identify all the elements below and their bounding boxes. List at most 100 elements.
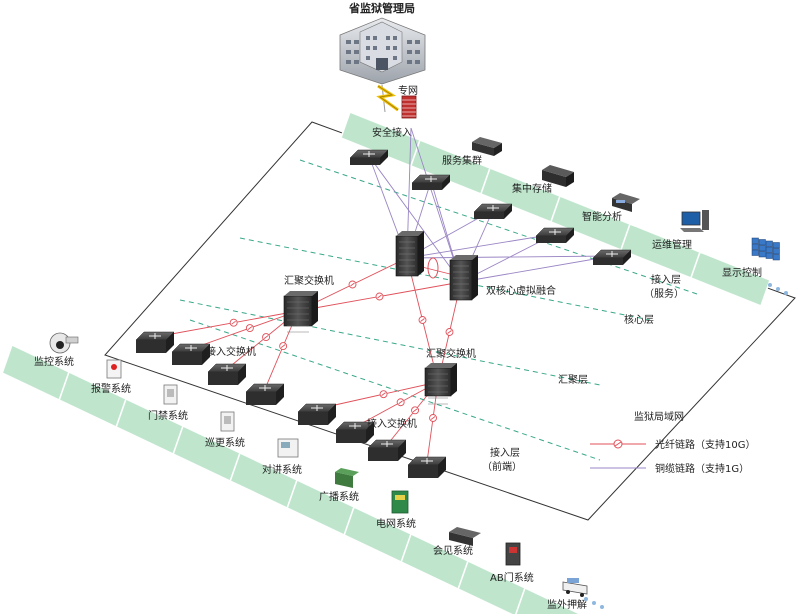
- fiber-link: [354, 381, 439, 428]
- workstation-icon: [680, 210, 709, 232]
- access-switch-label-1: 接入交换机: [206, 345, 256, 358]
- continuation-dots: [584, 283, 788, 609]
- devices: [135, 149, 632, 478]
- copper-link: [410, 127, 462, 283]
- layer-agg-label: 汇聚层: [558, 373, 588, 386]
- top-label-ops: 运维管理: [652, 238, 692, 251]
- top-label-display: 显示控制: [722, 266, 762, 279]
- aggregation-switch-2: [424, 363, 457, 405]
- visit-icon: [449, 527, 481, 546]
- escort-vehicle-icon: [562, 578, 588, 597]
- fiber-link-icon: [613, 439, 623, 449]
- copper-link: [406, 233, 556, 259]
- bottom-label-broadcast: 广播系统: [319, 490, 359, 503]
- fiber-link: [154, 310, 299, 338]
- bottom-tile-visit: [400, 532, 469, 591]
- alarm-icon: [106, 359, 122, 379]
- fiber-marker-icon: [429, 414, 437, 422]
- bottom-label-monitor: 监控系统: [34, 355, 74, 368]
- fiber-marker-icon: [445, 328, 454, 336]
- fiber-link: [316, 381, 439, 410]
- bottom-tile-broadcast: [286, 478, 355, 537]
- fiber-marker-icon: [396, 398, 405, 407]
- front-access-switch-b2: [335, 421, 375, 437]
- layer-core-label: 核心层: [624, 313, 654, 326]
- private-network-link-icon: [376, 84, 399, 113]
- bottom-tile-intercom: [229, 451, 298, 510]
- video-wall-icon: [751, 237, 780, 261]
- analysis-box-icon: [612, 193, 640, 212]
- agg-switch-label-2: 汇聚交换机: [426, 347, 476, 360]
- copper-link: [406, 255, 613, 259]
- provincial-bureau-building-icon: [339, 17, 426, 85]
- fiber-marker-icon: [229, 318, 238, 327]
- bottom-tile-door: [115, 397, 184, 456]
- fiber-marker-icon: [245, 324, 254, 333]
- top-tile-display: [689, 251, 771, 307]
- legend-fiber-label: 光纤链路（支持10G）: [655, 438, 755, 451]
- bottom-tile-escort: [515, 586, 582, 614]
- virtualization-link: [427, 257, 439, 279]
- bottom-label-visit: 会见系统: [433, 544, 473, 557]
- copper-link: [368, 155, 462, 283]
- service-access-switch-3: [473, 203, 513, 219]
- building-title: 省监狱管理局: [348, 1, 415, 15]
- front-access-switch-b4: [407, 456, 447, 472]
- top-label-service: 服务集群: [442, 154, 482, 167]
- access-switch-label-2: 接入交换机: [367, 417, 417, 430]
- layer-access-service-label: 接入层: [651, 273, 681, 286]
- door-access-icon: [163, 384, 178, 405]
- private-network-label: 专网: [398, 84, 418, 97]
- layer-access-front-label: 接入层: [490, 446, 520, 459]
- fiber-marker-icon: [262, 333, 270, 342]
- layer-access-service-sub: （服务）: [644, 287, 684, 300]
- bottom-label-door: 门禁系统: [148, 409, 188, 422]
- bottom-label-abdoor: AB门系统: [490, 571, 534, 584]
- intercom-icon: [277, 438, 299, 458]
- legend-copper-label: 铜缆链路（支持1G）: [655, 462, 749, 475]
- power-grid-icon: [391, 490, 409, 514]
- layer-access-front-sub: （前端）: [482, 460, 522, 473]
- copper-link: [460, 255, 613, 283]
- bottom-tile-patrol: [172, 424, 241, 483]
- aggregation-switch-1: [283, 291, 318, 333]
- bottom-tile-grid: [343, 505, 412, 564]
- bottom-tile-alarm: [58, 370, 127, 429]
- core-switch-2: [449, 255, 478, 301]
- front-access-switch-a4: [245, 383, 285, 399]
- core-switch-1: [395, 231, 424, 277]
- patrol-icon: [220, 411, 235, 432]
- bottom-label-escort: 监外押解: [547, 598, 587, 611]
- service-access-switch-4: [535, 227, 575, 243]
- service-access-switch-2: [411, 174, 451, 190]
- camera-icon: [49, 332, 79, 354]
- bottom-label-grid: 电网系统: [376, 517, 416, 530]
- storage-icon: [542, 165, 574, 187]
- bottom-tile-abdoor: [457, 559, 526, 614]
- fiber-marker-icon: [418, 316, 427, 324]
- bottom-label-patrol: 巡更系统: [205, 436, 245, 449]
- front-access-switch-b3: [367, 439, 407, 455]
- top-label-storage: 集中存储: [512, 182, 552, 195]
- bottom-label-intercom: 对讲系统: [262, 463, 302, 476]
- fiber-marker-icon: [379, 390, 388, 399]
- service-access-switch-1: [349, 149, 389, 165]
- agg-switch-label-1: 汇聚交换机: [284, 274, 334, 287]
- front-access-switch-a2: [171, 343, 211, 359]
- links: [154, 127, 613, 463]
- legend-title: 监狱局域网: [634, 410, 684, 423]
- top-label-security: 安全接入: [372, 126, 412, 139]
- top-label-analysis: 智能分析: [582, 210, 622, 223]
- bottom-label-alarm: 报警系统: [91, 382, 131, 395]
- front-access-switch-b1: [297, 403, 337, 419]
- fiber-marker-icon: [279, 342, 288, 351]
- core-label: 双核心虚拟融合: [486, 284, 556, 297]
- front-access-switch-a3: [207, 363, 247, 379]
- firewall-icon: [401, 95, 417, 119]
- broadcast-icon: [335, 468, 359, 488]
- server-icon: [472, 137, 502, 156]
- fiber-marker-icon: [375, 292, 384, 301]
